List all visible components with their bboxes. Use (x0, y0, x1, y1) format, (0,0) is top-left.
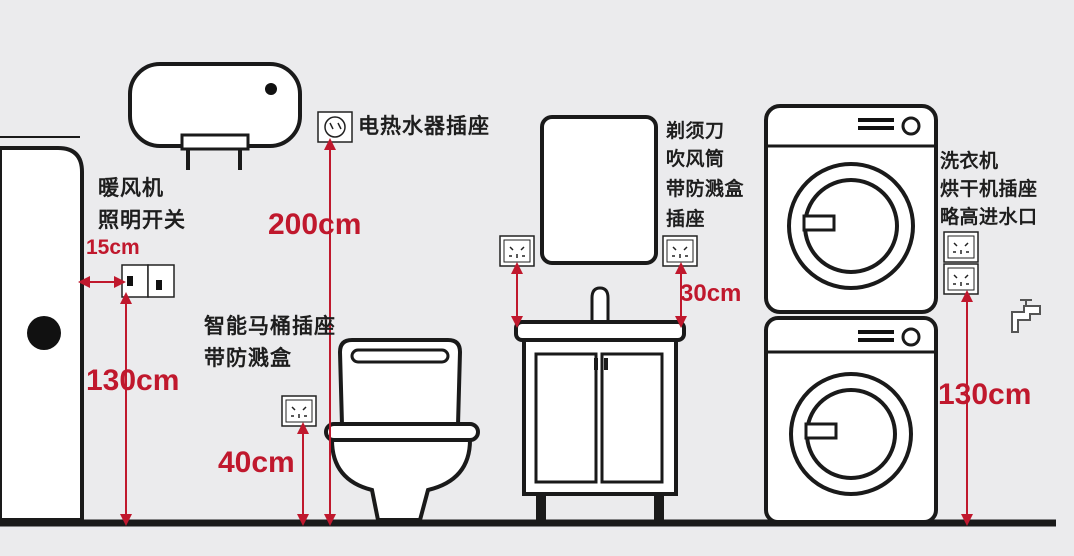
heater-switch-label-line2: 照明开关 (98, 208, 186, 232)
mirror-socket-right-icon (662, 235, 698, 267)
mirror-icon (540, 115, 658, 265)
toilet-socket-label-line1: 智能马桶插座 (204, 314, 336, 338)
water-heater-socket-icon (317, 111, 353, 143)
dimension-lines (78, 138, 973, 526)
mirror-socket-label-line1: 剃须刀 (666, 120, 725, 142)
water-heater-socket-label: 电热水器插座 (358, 114, 490, 138)
switch-offset-value: 15cm (86, 236, 140, 259)
washer-socket-upper-icon (943, 231, 979, 263)
mirror-socket-label-line4: 插座 (666, 208, 706, 230)
washing-machine-icon (764, 316, 938, 524)
faucet-icon (1011, 299, 1041, 333)
toilet-icon (324, 338, 480, 522)
switch-height-value: 130cm (86, 364, 180, 397)
toilet-socket-label-line2: 带防溅盒 (204, 346, 292, 370)
mirror-socket-height-value: 30cm (680, 280, 742, 307)
toilet-socket-height-value: 40cm (218, 446, 295, 479)
washer-socket-label-line3: 略高进水口 (940, 206, 1038, 228)
washer-socket-label-line1: 洗衣机 (940, 150, 999, 172)
heater-switch-label-line1: 暖风机 (98, 176, 164, 200)
switch-icon (121, 264, 175, 298)
mirror-socket-left-icon (499, 235, 535, 267)
washer-socket-label-line2: 烘干机插座 (940, 178, 1038, 200)
vanity-cabinet-icon (514, 286, 686, 520)
toilet-socket-icon (281, 395, 317, 427)
washer-socket-height-value: 130cm (938, 378, 1032, 411)
heater-socket-height-value: 200cm (268, 208, 362, 241)
dryer-icon (764, 104, 938, 314)
mirror-socket-label-line2: 吹风筒 (666, 148, 725, 170)
mirror-socket-label-line3: 带防溅盒 (666, 178, 745, 200)
washer-socket-lower-icon (943, 263, 979, 295)
water-heater-icon (128, 62, 302, 170)
door-icon (0, 146, 84, 522)
